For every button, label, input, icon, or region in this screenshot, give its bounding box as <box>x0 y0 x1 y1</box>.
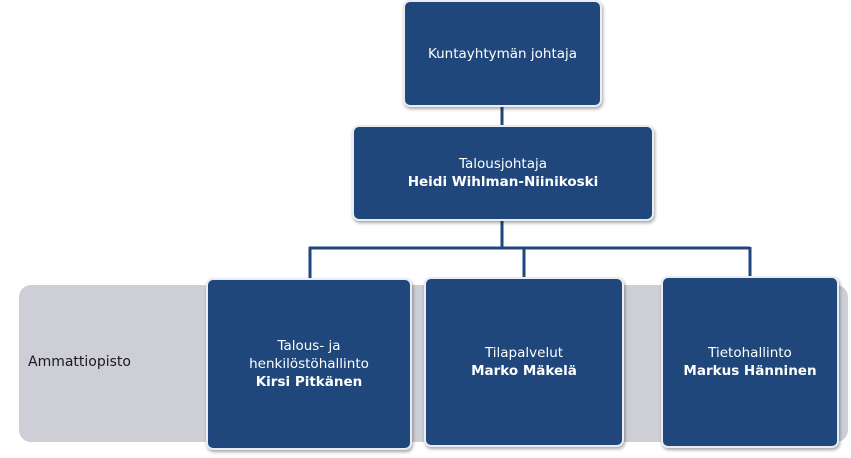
node-title: Kuntayhtymän johtaja <box>427 45 578 62</box>
node-title: Talousjohtaja <box>458 156 548 172</box>
node-person-name: Marko Mäkelä <box>471 363 577 379</box>
node-person-name: Heidi Wihlman-Niinikoski <box>407 174 599 190</box>
unit-band-label: Ammattiopisto <box>28 354 131 370</box>
node-title: Tietohallinto <box>708 345 792 361</box>
node-kuntayhtyman-johtaja: Kuntayhtymän johtaja <box>403 0 602 107</box>
node-person-name: Kirsi Pitkänen <box>255 374 363 390</box>
node-title: Tilapalvelut <box>484 345 564 361</box>
node-talous-ja-henkilostohallinto: Talous- ja henkilöstöhallinto Kirsi Pitk… <box>206 278 412 450</box>
node-title: Talous- ja henkilöstöhallinto <box>249 338 369 372</box>
node-person-name: Markus Hänninen <box>683 363 817 379</box>
node-talousjohtaja: Talousjohtaja Heidi Wihlman-Niinikoski <box>352 125 654 221</box>
node-tilapalvelut: Tilapalvelut Marko Mäkelä <box>424 277 624 447</box>
node-tietohallinto: Tietohallinto Markus Hänninen <box>661 276 839 448</box>
